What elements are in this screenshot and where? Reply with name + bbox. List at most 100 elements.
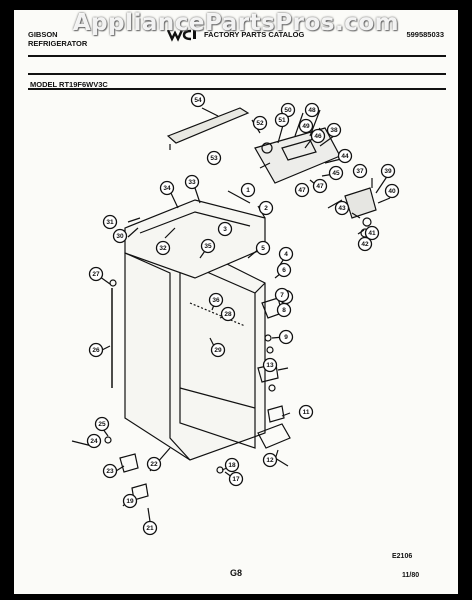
- catalog-title: FACTORY PARTS CATALOG: [204, 30, 305, 39]
- part-callout: 1: [240, 182, 256, 198]
- page-number: G8: [229, 568, 242, 578]
- part-callout: 23: [102, 463, 118, 479]
- part-callout: 8: [276, 302, 292, 318]
- part-callout-number: 38: [330, 127, 338, 134]
- part-callout-number: 21: [146, 525, 154, 532]
- part-callout-number: 8: [282, 307, 286, 314]
- part-callout: 53: [206, 150, 222, 166]
- part-callout: 26: [88, 342, 104, 358]
- part-callout: 30: [112, 228, 128, 244]
- part-callout: 11: [298, 404, 314, 420]
- part-callout: 27: [88, 266, 104, 282]
- part-callout: 48: [304, 102, 320, 118]
- part-callout-number: 32: [159, 245, 167, 252]
- revision-date: 11/80: [402, 572, 420, 579]
- part-callout-number: 6: [282, 267, 286, 274]
- part-callout: 40: [384, 183, 400, 199]
- part-callout: 22: [146, 456, 162, 472]
- part-callout: 43: [334, 200, 350, 216]
- part-callout-number: 45: [332, 170, 340, 177]
- part-callout: 9: [278, 329, 294, 345]
- part-callout: 51: [274, 112, 290, 128]
- part-callout: 44: [337, 148, 353, 164]
- model-divider-bottom: [28, 88, 446, 90]
- part-callout: 18: [224, 457, 240, 473]
- part-callout-number: 13: [266, 362, 274, 369]
- part-callout-number: 39: [384, 168, 392, 175]
- exploded-parts-diagram: 1234456789111213171819212223242526272829…: [71, 92, 400, 536]
- part-callout-number: 17: [232, 476, 240, 483]
- model-divider-top: [28, 73, 446, 75]
- part-callout-number: 48: [308, 107, 316, 114]
- part-callout-number: 54: [194, 97, 202, 104]
- part-callout: 54: [190, 92, 206, 108]
- part-callout-number: 3: [223, 226, 227, 233]
- part-callout: 39: [380, 163, 396, 179]
- part-callout-number: 35: [204, 243, 212, 250]
- part-callout-number: 12: [266, 457, 274, 464]
- part-callout: 6: [276, 262, 292, 278]
- part-callout-number: 52: [256, 120, 264, 127]
- part-callout: 4: [278, 246, 294, 262]
- part-callout-number: 26: [92, 347, 100, 354]
- part-callout: 7: [274, 287, 290, 303]
- part-callout: 45: [328, 165, 344, 181]
- part-callout: 12: [262, 452, 278, 468]
- part-callout-number: 41: [368, 230, 376, 237]
- part-callout-number: 36: [212, 297, 220, 304]
- part-callout-number: 34: [163, 185, 171, 192]
- part-callout: 52: [252, 115, 268, 131]
- part-callout-number: 19: [126, 498, 134, 505]
- part-callout: 21: [142, 520, 158, 536]
- product-type: REFRIGERATOR: [28, 39, 88, 48]
- illustration-code: E2106: [392, 553, 413, 560]
- part-callout-number: 29: [214, 347, 222, 354]
- part-callout: 31: [102, 214, 118, 230]
- part-callout-number: 30: [116, 233, 124, 240]
- part-callout: 37: [352, 163, 368, 179]
- part-callout: 35: [200, 238, 216, 254]
- part-callout-number: 22: [150, 461, 158, 468]
- header-divider: [28, 55, 446, 57]
- part-callout-number: 24: [90, 438, 98, 445]
- brand-name: GIBSON: [28, 30, 58, 39]
- part-callout-number: 1: [246, 187, 250, 194]
- watermark-text: AppliancePartsPros.com: [72, 10, 400, 36]
- part-callout-number: 43: [338, 205, 346, 212]
- part-callout: 5: [255, 240, 271, 256]
- part-callout: 33: [184, 174, 200, 190]
- wci-logo-icon: [166, 29, 196, 42]
- part-callout: 29: [210, 342, 226, 358]
- part-callout: 41: [364, 225, 380, 241]
- part-callout: 47: [294, 182, 310, 198]
- part-callout: 34: [159, 180, 175, 196]
- part-callout-number: 47: [316, 183, 324, 190]
- part-callout: 2: [258, 200, 274, 216]
- publication-number: 599585033: [406, 30, 444, 39]
- part-callout-number: 51: [278, 117, 286, 124]
- part-callout: 47: [312, 178, 328, 194]
- part-callout-number: 25: [98, 421, 106, 428]
- part-callout: 49: [298, 118, 314, 134]
- part-callout: 42: [357, 236, 373, 252]
- part-callout-number: 7: [280, 292, 284, 299]
- part-callout-number: 47: [298, 187, 306, 194]
- model-label: MODEL RT19F6WV3C: [30, 80, 108, 89]
- part-callout-number: 18: [228, 462, 236, 469]
- part-callout-number: 33: [188, 179, 196, 186]
- part-callout: 38: [326, 122, 342, 138]
- part-callout-number: 40: [388, 188, 396, 195]
- part-callout: 19: [122, 493, 138, 509]
- part-callout: 24: [86, 433, 102, 449]
- part-callout: 13: [262, 357, 278, 373]
- part-callout: 25: [94, 416, 110, 432]
- part-callout-number: 37: [356, 168, 364, 175]
- part-callout-number: 23: [106, 468, 114, 475]
- part-callout: 32: [155, 240, 171, 256]
- part-callout: 36: [208, 292, 224, 308]
- part-callout: 3: [217, 221, 233, 237]
- part-callout-number: 49: [302, 123, 310, 130]
- part-callout-number: 50: [284, 107, 292, 114]
- part-callout: 17: [228, 471, 244, 487]
- part-callout: 46: [310, 128, 326, 144]
